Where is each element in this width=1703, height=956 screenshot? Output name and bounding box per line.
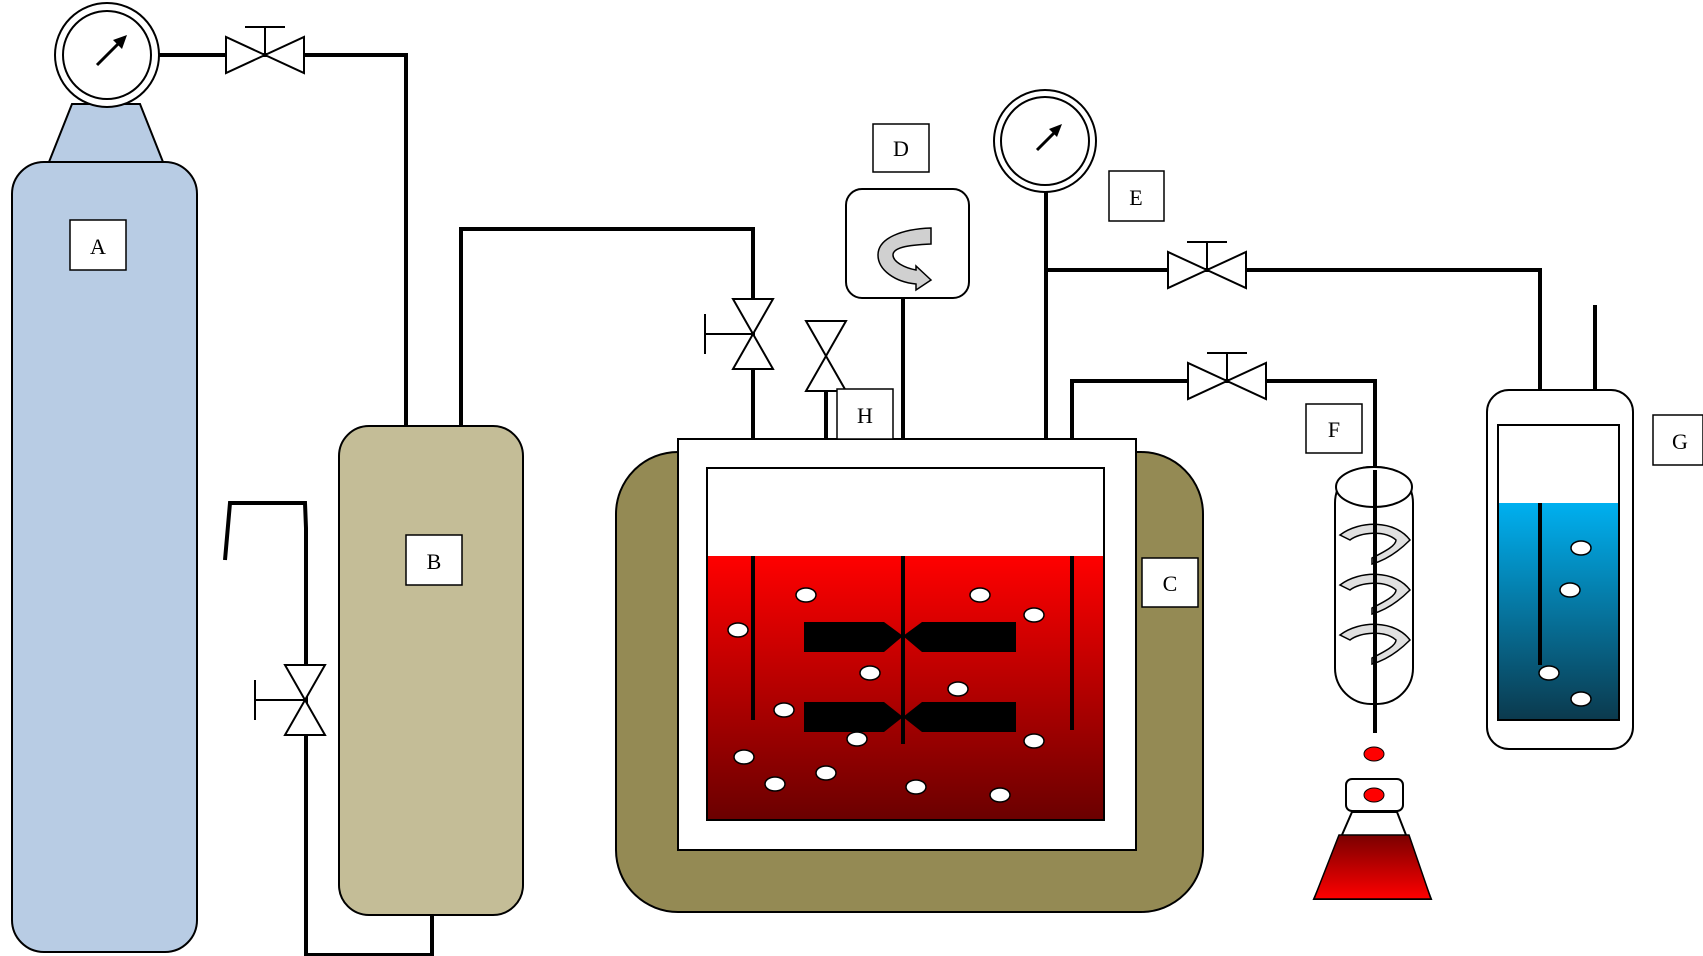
dip-tubes [751,556,1074,744]
gas-cylinder-a [11,103,198,953]
svg-text:F: F [1328,417,1340,442]
valve-icon [1167,241,1247,289]
rotation-arrow-icon [877,227,933,292]
label-a: A [69,219,127,271]
label-c: C [1141,557,1199,608]
coil-condenser-icon [1334,466,1414,733]
valve-icon [254,664,326,736]
label-g: G [1652,414,1703,466]
label-h: H [836,388,894,440]
svg-text:E: E [1129,185,1142,210]
svg-text:D: D [893,136,909,161]
valve-icon [805,320,847,392]
valve-icon [1187,352,1267,400]
gas-bubbles [727,587,1045,803]
valve-icon [225,26,305,74]
reactor-liquid [708,556,1103,819]
impeller-icon [804,622,1016,732]
svg-text:A: A [90,234,106,259]
reactor-vessel [706,467,1105,821]
label-e: E [1108,170,1165,222]
svg-text:B: B [427,549,442,574]
gas-trap-g [1486,389,1634,750]
svg-text:C: C [1163,571,1178,596]
svg-text:H: H [857,403,873,428]
svg-text:G: G [1672,429,1688,454]
pressure-gauge-icon [54,2,160,108]
collection-flask-icon [1312,746,1433,900]
pressure-gauge-icon [993,89,1097,193]
valve-icon [704,298,774,370]
vessel-b [338,425,524,916]
label-f: F [1305,403,1363,454]
label-b: B [405,534,463,586]
label-d: D [872,123,930,173]
